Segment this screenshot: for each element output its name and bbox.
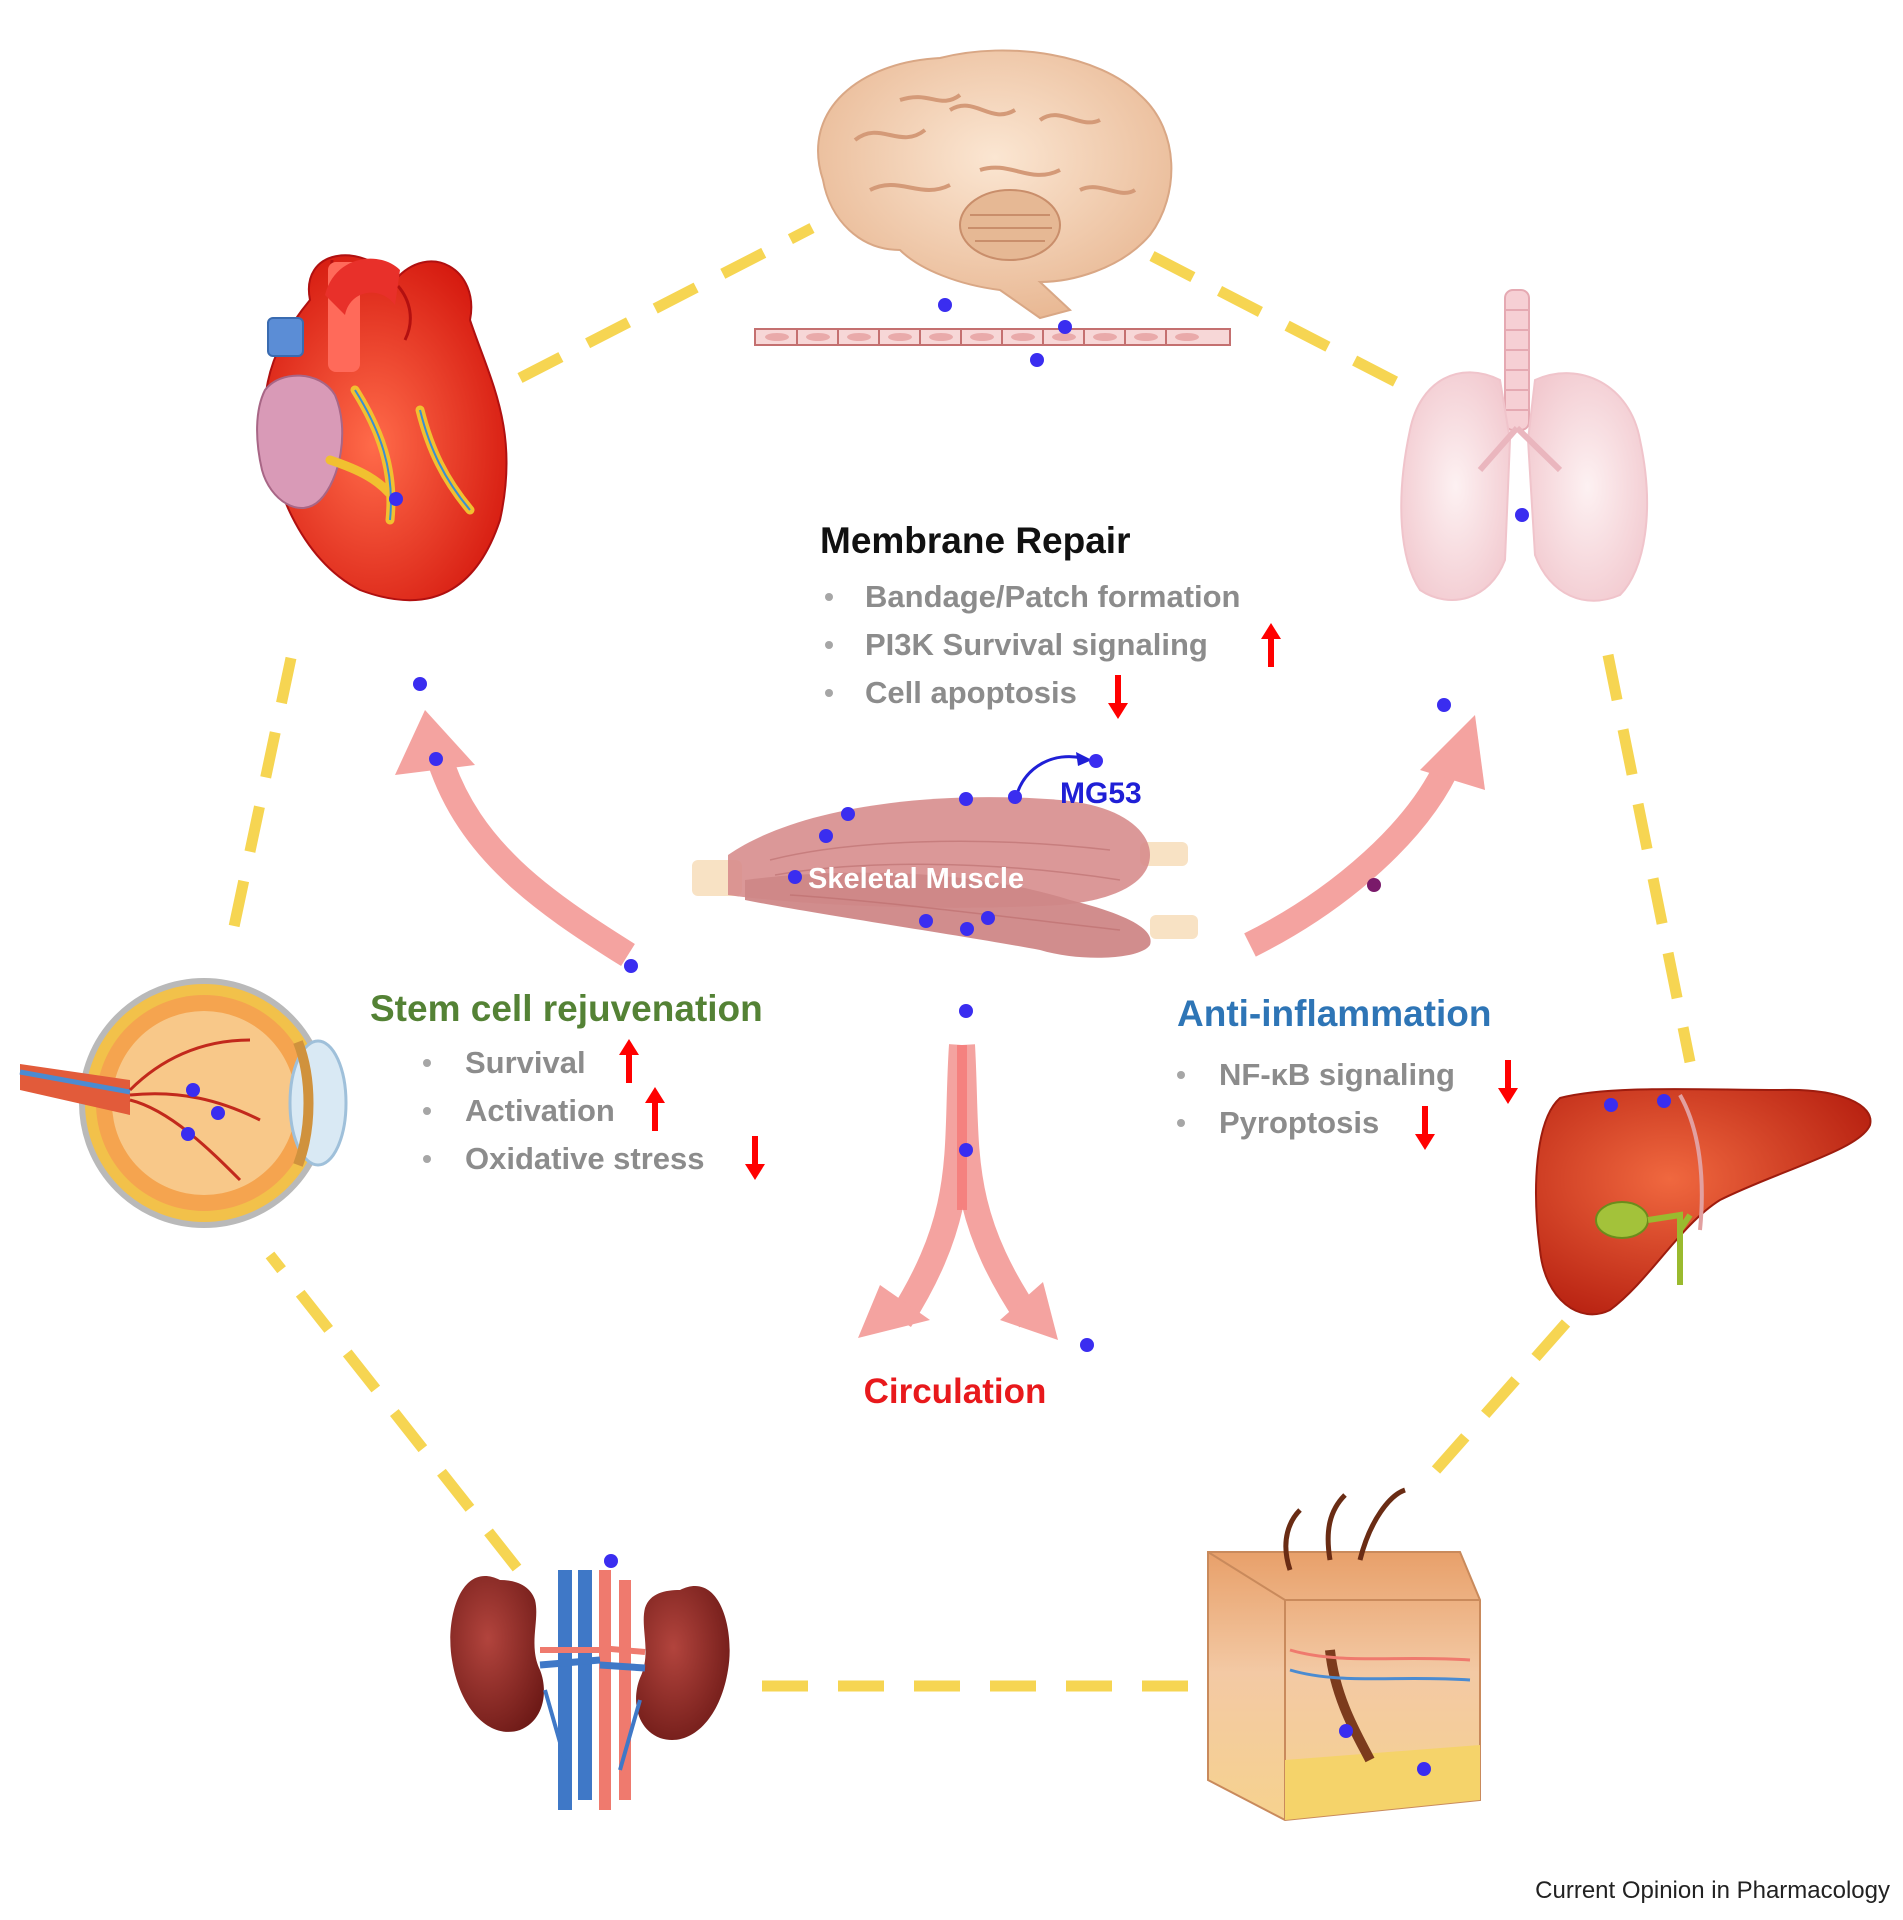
bullet xyxy=(1177,1071,1185,1079)
membrane-repair-title: Membrane Repair xyxy=(820,520,1131,561)
down-arrow-icon xyxy=(1415,1106,1435,1150)
bullet xyxy=(825,593,833,601)
eye-organ xyxy=(19,978,348,1228)
stem-item-2: Activation xyxy=(465,1093,615,1128)
mg53-dot xyxy=(1417,1762,1431,1776)
liver-organ xyxy=(1535,1088,1872,1316)
stem-item-1: Survival xyxy=(465,1045,586,1080)
mg53-dot xyxy=(389,492,403,506)
flow-arrowheads xyxy=(395,710,1485,1340)
mg53-dot xyxy=(959,1143,973,1157)
bullet xyxy=(423,1155,431,1163)
mg53-dot xyxy=(1604,1098,1618,1112)
kidney-organ xyxy=(450,1570,730,1810)
mg53-dot xyxy=(1008,790,1022,804)
mg53-dot xyxy=(429,752,443,766)
membrane-item-3: Cell apoptosis xyxy=(865,675,1077,710)
down-arrow-icon xyxy=(745,1136,765,1180)
mg53-dot xyxy=(841,807,855,821)
skeletal-muscle xyxy=(692,797,1198,958)
mg53-label: MG53 xyxy=(1060,777,1142,810)
skeletal-muscle-label: Skeletal Muscle xyxy=(808,863,1024,895)
mg53-release-arrowhead xyxy=(1076,752,1092,766)
bullet xyxy=(1177,1119,1185,1127)
mg53-dot xyxy=(624,959,638,973)
stem-cell-title: Stem cell rejuvenation xyxy=(370,988,763,1029)
stem-item-3: Oxidative stress xyxy=(465,1141,705,1176)
lung-organ xyxy=(1400,289,1649,602)
mg53-dot xyxy=(959,792,973,806)
anti-item-2: Pyroptosis xyxy=(1219,1105,1379,1140)
journal-credit: Current Opinion in Pharmacology xyxy=(1535,1877,1890,1904)
mg53-dot xyxy=(1058,320,1072,334)
anti-inflammation-block: Anti-inflammation NF-κB signaling Pyropt… xyxy=(1177,993,1518,1150)
mg53-dot xyxy=(1657,1094,1671,1108)
mg53-dot xyxy=(981,911,995,925)
down-arrow-icon xyxy=(1498,1060,1518,1104)
mg53-dot xyxy=(1437,698,1451,712)
mg53-dot xyxy=(788,870,802,884)
mg53-dot xyxy=(959,1004,973,1018)
bullet xyxy=(825,689,833,697)
mg53-dot xyxy=(938,298,952,312)
circulation-label: Circulation xyxy=(864,1372,1047,1411)
bullet xyxy=(423,1059,431,1067)
anti-inflammation-title: Anti-inflammation xyxy=(1177,993,1491,1034)
mg53-dot xyxy=(1030,353,1044,367)
heart-organ xyxy=(256,254,508,602)
mg53-dot xyxy=(181,1127,195,1141)
endothelial-cell-strip xyxy=(754,328,1231,346)
bullet xyxy=(423,1107,431,1115)
membrane-item-1: Bandage/Patch formation xyxy=(865,579,1241,614)
mg53-dot xyxy=(186,1083,200,1097)
mg53-dot xyxy=(413,677,427,691)
skin-organ xyxy=(1207,1487,1481,1822)
anti-item-1: NF-κB signaling xyxy=(1219,1057,1455,1092)
stem-cell-block: Stem cell rejuvenation Survival Activati… xyxy=(370,988,765,1180)
down-arrow-icon xyxy=(1108,675,1128,719)
mg53-dot xyxy=(1089,754,1103,768)
up-arrow-icon xyxy=(619,1039,639,1083)
mg53-dot xyxy=(1515,508,1529,522)
mg53-dot xyxy=(960,922,974,936)
mg53-dot xyxy=(919,914,933,928)
mg53-dot xyxy=(1339,1724,1353,1738)
membrane-repair-block: Membrane Repair Bandage/Patch formation … xyxy=(820,520,1281,719)
membrane-item-2: PI3K Survival signaling xyxy=(865,627,1208,662)
mg53-dot xyxy=(604,1554,618,1568)
mg53-dot xyxy=(819,829,833,843)
up-arrow-icon xyxy=(1261,623,1281,667)
mg53-dot xyxy=(211,1106,225,1120)
mg53-release-arrow xyxy=(1014,755,1083,798)
mg53-dot xyxy=(1080,1338,1094,1352)
organ-network-dashes xyxy=(222,223,1696,1692)
up-arrow-icon xyxy=(645,1087,665,1131)
brain-organ xyxy=(817,49,1173,320)
bullet xyxy=(825,641,833,649)
mg53-dot xyxy=(1367,878,1381,892)
mg53-dots xyxy=(181,298,1671,1776)
